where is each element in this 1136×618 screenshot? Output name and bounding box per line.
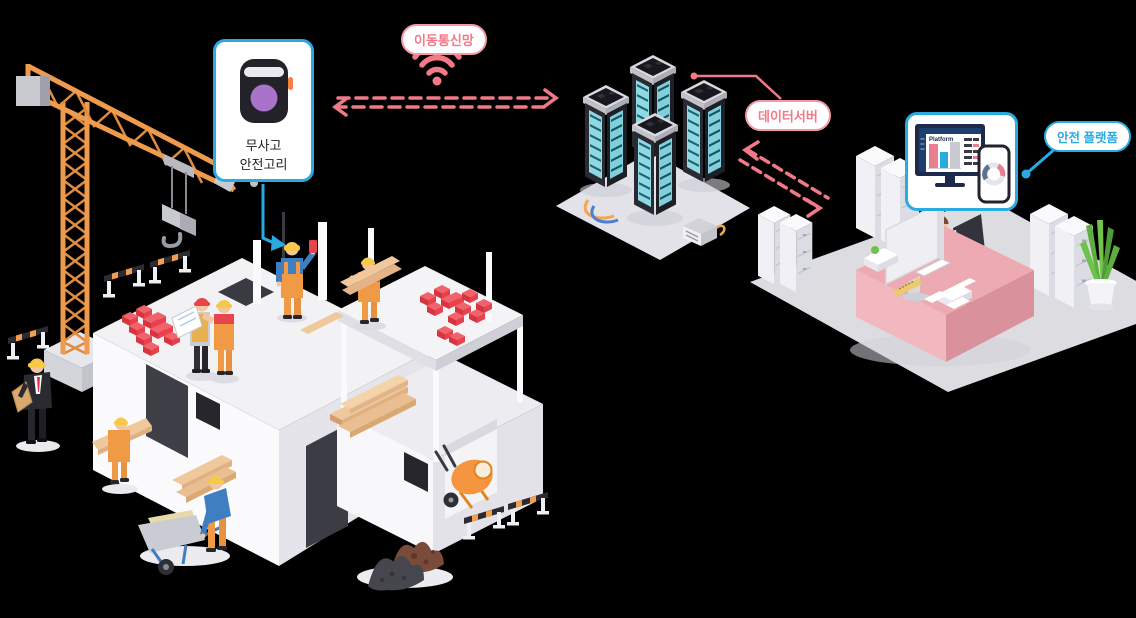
server-cables	[583, 199, 726, 237]
platform-screen-title: Platform	[929, 137, 953, 143]
platform-connector-line	[1021, 146, 1057, 179]
server-rack	[583, 85, 629, 187]
server-label-pointer	[690, 72, 782, 100]
safety-platform-label: 안전 플랫폼	[1044, 121, 1131, 152]
phone-chart-icon	[977, 144, 1010, 203]
cement-mixer	[434, 444, 493, 509]
server-to-platform-dashed-link	[738, 140, 830, 218]
monitor-dashboard-icon: Platform	[914, 123, 1010, 203]
desk-items	[864, 246, 976, 309]
mobile-network-label: 이동통신망	[401, 24, 487, 55]
worker-carrying-lumber	[340, 256, 402, 331]
safety-ring-card: 무사고 안전고리	[213, 39, 314, 182]
dirt-piles	[357, 541, 453, 591]
device-to-server-dashed-link	[332, 88, 559, 117]
safety-platform-card: Platform	[905, 112, 1018, 211]
tower-crane	[16, 63, 237, 392]
safety-ring-label: 무사고 안전고리	[239, 138, 288, 172]
desk-monitor	[885, 202, 944, 301]
foreman-with-clipboard	[11, 358, 60, 452]
workers-reading-blueprint	[171, 298, 239, 384]
worker-with-phone	[276, 240, 317, 323]
safety-ring-device-icon	[239, 59, 293, 123]
lumber-stacks	[172, 312, 416, 503]
worker-with-wheelbarrow	[138, 476, 231, 575]
dashboard-table	[963, 137, 979, 165]
potted-plant	[1080, 220, 1120, 311]
building-under-construction	[93, 212, 543, 566]
server-rack	[681, 80, 727, 182]
data-server-label: 데이터서버	[745, 100, 831, 131]
mini-server-box	[683, 218, 717, 246]
worker-carrying-plank	[92, 417, 152, 494]
